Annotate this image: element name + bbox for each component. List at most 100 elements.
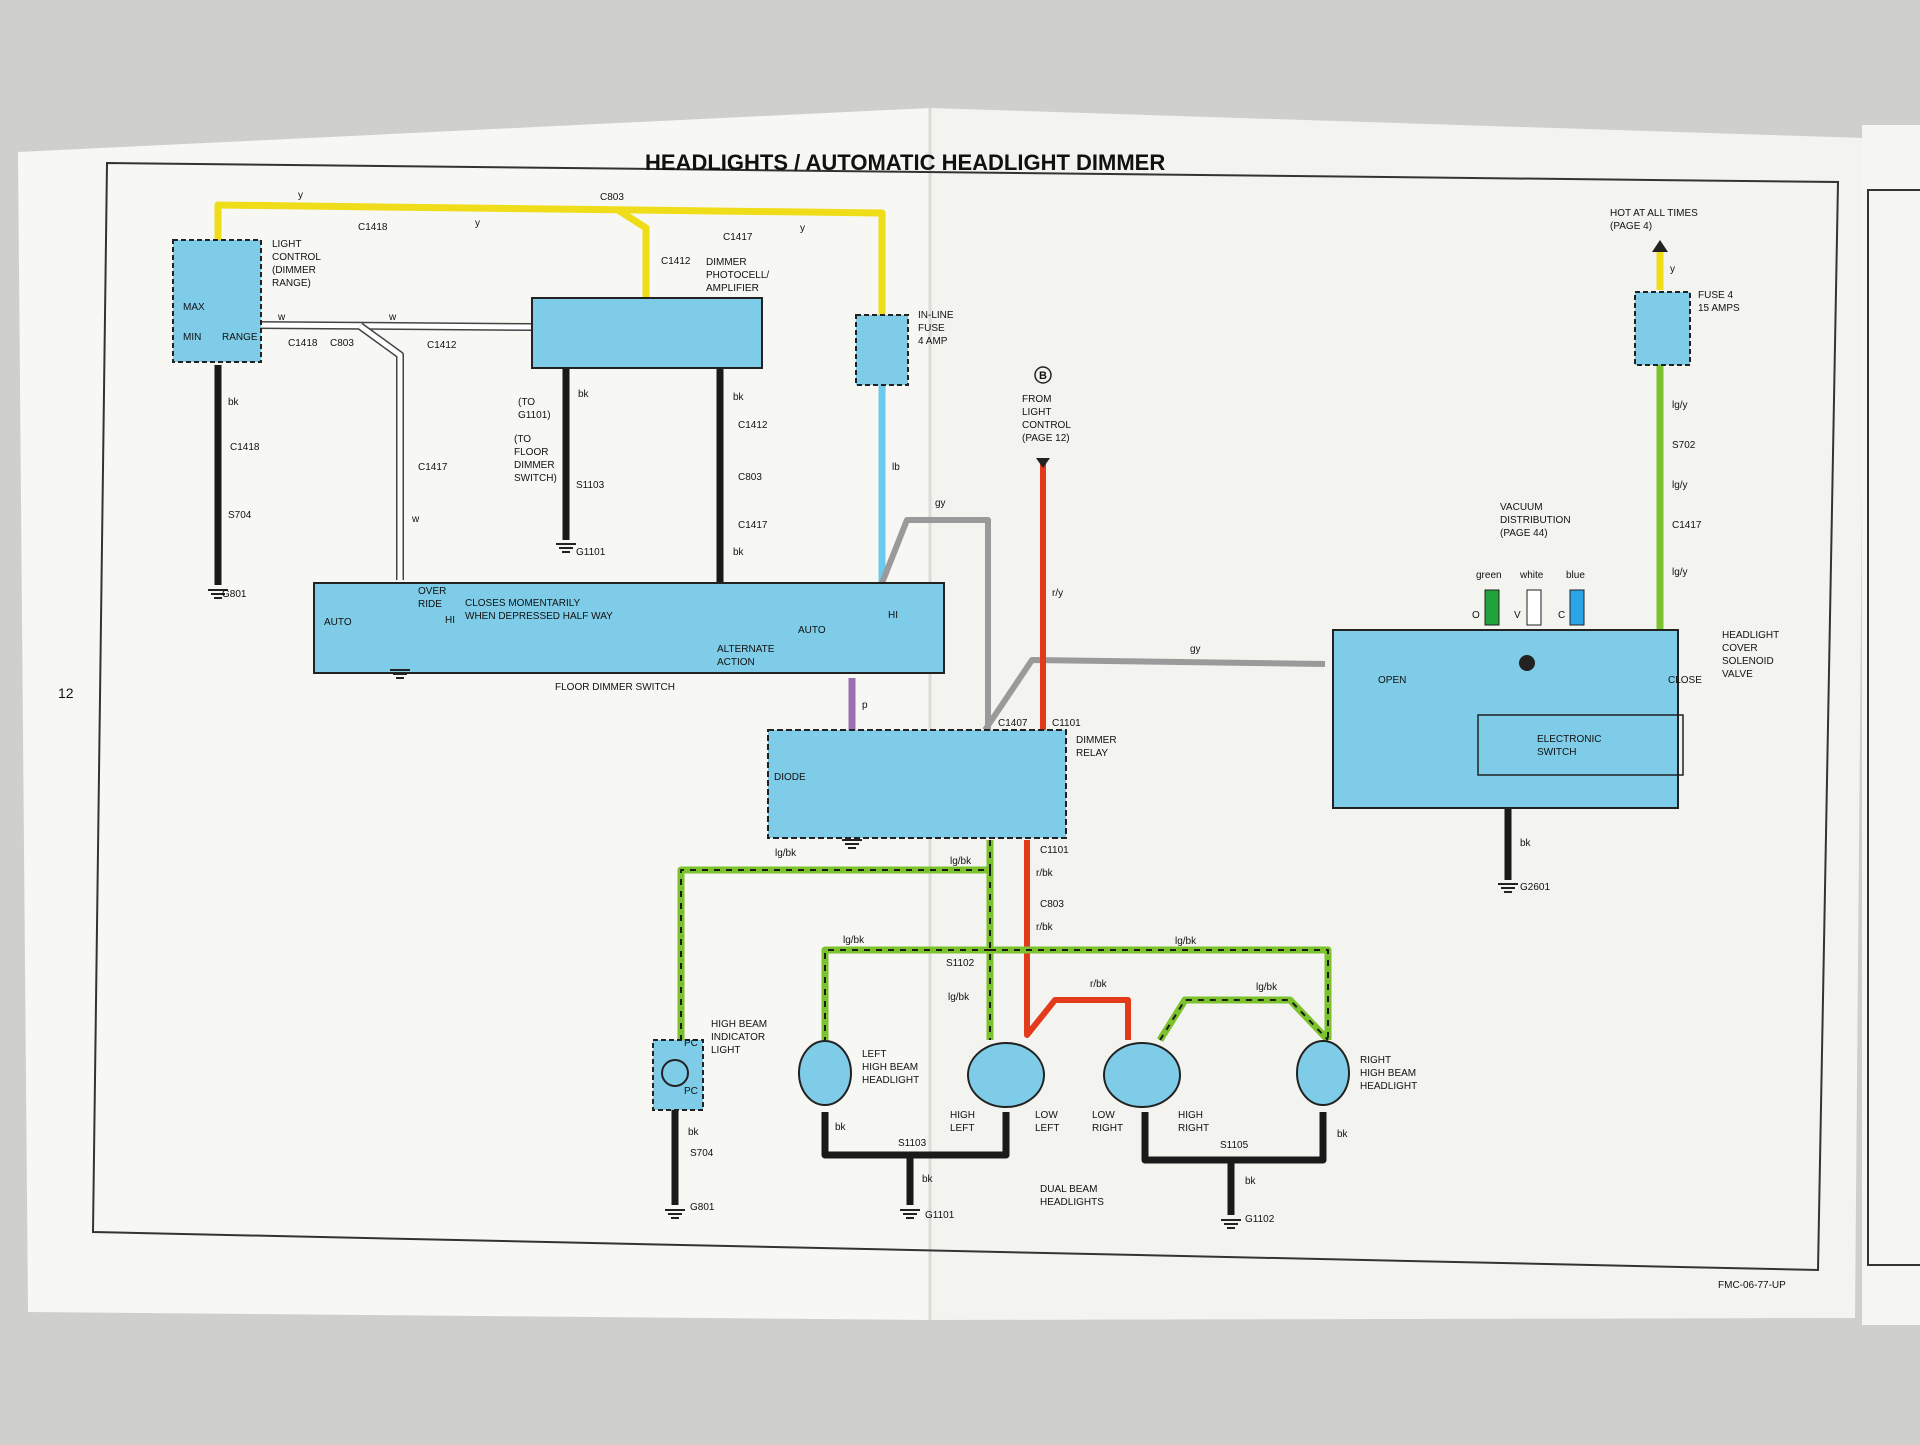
- conn-c1418-mid: C1418: [288, 338, 318, 349]
- wire-black-right-ground: [1141, 1112, 1327, 1215]
- from-lc-3: CONTROL: [1022, 420, 1071, 431]
- red-wire-arrow: [1036, 458, 1050, 468]
- conn-g2601: G2601: [1520, 882, 1550, 893]
- vacuum-color-green: green: [1476, 570, 1502, 581]
- fds-hi: HI: [445, 615, 455, 626]
- light-control-range: RANGE: [222, 332, 258, 343]
- code-bk-2: bk: [578, 389, 590, 400]
- low-left-1: LOW: [1035, 1110, 1058, 1121]
- conn-c1101-bot: C1101: [1040, 845, 1069, 856]
- valve-4: VALVE: [1722, 669, 1753, 680]
- conn-c803-top: C803: [600, 192, 624, 203]
- next-page-edge: [1862, 125, 1920, 1325]
- vacuum-color-white: white: [1519, 570, 1544, 581]
- wire-gray-lower: [982, 657, 1326, 732]
- code-p: p: [862, 700, 868, 711]
- conn-c803-b: C803: [738, 472, 762, 483]
- photocell-line3: AMPLIFIER: [706, 283, 759, 294]
- conn-c1418-left: C1418: [230, 442, 260, 453]
- conn-g801-left: G801: [222, 589, 247, 600]
- code-bk-g1101: bk: [922, 1174, 934, 1185]
- wire-white-upper-core: [254, 322, 533, 330]
- wire-white-down-core: [358, 323, 403, 580]
- conn-c1412-top: C1412: [661, 256, 691, 267]
- to-g1101-6: SWITCH): [514, 473, 557, 484]
- conn-g1101-a: G1101: [576, 547, 606, 558]
- wire-green-dash: [680, 840, 1329, 1041]
- fds-alt-1: ALTERNATE: [717, 644, 775, 655]
- from-lc-2: LIGHT: [1022, 407, 1051, 418]
- conn-s1105: S1105: [1220, 1140, 1249, 1151]
- high-right-1: HIGH: [1178, 1110, 1203, 1121]
- code-w-1: w: [277, 312, 286, 323]
- code-bk-3: bk: [733, 392, 745, 403]
- from-lc-4: (PAGE 12): [1022, 433, 1070, 444]
- fuse4-box: [1634, 291, 1691, 366]
- dual-beam-1: DUAL BEAM: [1040, 1184, 1097, 1195]
- photocell-line2: PHOTOCELL/: [706, 270, 769, 281]
- wire-gray-upper: [879, 517, 991, 730]
- code-bk-g2601: bk: [1520, 838, 1532, 849]
- to-g1101-2: G1101): [518, 410, 551, 421]
- right-high-beam-headlight: [1296, 1040, 1350, 1106]
- code-lgbk-1: lg/bk: [950, 856, 972, 867]
- wire-code-labels: y y y w w w bk bk bk bk lb gy gy r/y p l…: [228, 190, 1688, 1187]
- code-lb: lb: [892, 462, 900, 473]
- code-lgbk-4: lg/bk: [1175, 936, 1197, 947]
- wire-yellow-top: [214, 201, 886, 318]
- code-rbk-1: r/bk: [1036, 868, 1054, 879]
- footer-code: FMC-06-77-UP: [1718, 1280, 1786, 1291]
- valve-1: HEADLIGHT: [1722, 630, 1779, 641]
- conn-g801-ind: G801: [690, 1202, 715, 1213]
- vacuum-port-v: V: [1514, 610, 1521, 621]
- valve-open: OPEN: [1378, 675, 1406, 686]
- vacuum-color-blue: blue: [1566, 570, 1585, 581]
- floor-dimmer-switch-label: FLOOR DIMMER SWITCH: [555, 682, 675, 693]
- right-dual-headlight: [1103, 1042, 1181, 1108]
- conn-s1103-low: S1103: [898, 1138, 927, 1149]
- conn-s1103-a: S1103: [576, 480, 605, 491]
- conn-c1412-mid: C1412: [427, 340, 457, 351]
- diode-label: DIODE: [774, 772, 806, 783]
- code-y-3: y: [800, 223, 805, 234]
- code-bk-lhb: bk: [835, 1122, 847, 1133]
- code-y-2: y: [475, 218, 480, 229]
- inline-fuse-box: [855, 314, 909, 386]
- hot-arrow: [1652, 240, 1668, 252]
- code-ry: r/y: [1052, 588, 1063, 599]
- left-hb-2: HIGH BEAM: [862, 1062, 918, 1073]
- fds-auto2: AUTO: [798, 625, 826, 636]
- left-high-beam-headlight: [798, 1040, 852, 1106]
- vacuum-tube-green: [1484, 589, 1500, 626]
- fds-closes-1: CLOSES MOMENTARILY: [465, 598, 581, 609]
- code-lgbk-5: lg/bk: [948, 992, 970, 1003]
- code-lgbk-3: lg/bk: [843, 935, 865, 946]
- floor-dimmer-switch-box: [313, 582, 945, 674]
- page-number: 12: [58, 685, 74, 701]
- inline-fuse-line1: IN-LINE: [918, 310, 954, 321]
- conn-g1102: G1102: [1245, 1214, 1275, 1225]
- fds-override-1: OVER: [418, 586, 446, 597]
- code-bk-1: bk: [228, 397, 240, 408]
- fds-override-2: RIDE: [418, 599, 442, 610]
- conn-s704-ind: S704: [690, 1148, 714, 1159]
- code-rbk-3: r/bk: [1090, 979, 1108, 990]
- conn-c1101-top: C1101: [1052, 718, 1081, 729]
- high-right-2: RIGHT: [1178, 1123, 1209, 1134]
- conn-c1417-top: C1417: [723, 232, 753, 243]
- from-lc-1: FROM: [1022, 394, 1051, 405]
- light-control-line3: (DIMMER: [272, 265, 316, 276]
- low-right-1: LOW: [1092, 1110, 1115, 1121]
- code-gy-1: gy: [935, 498, 946, 509]
- right-hb-1: RIGHT: [1360, 1055, 1391, 1066]
- code-gy-2: gy: [1190, 644, 1201, 655]
- valve-2: COVER: [1722, 643, 1758, 654]
- inline-fuse-line3: 4 AMP: [918, 336, 948, 347]
- left-page: [18, 108, 930, 1320]
- vacuum-port-o: O: [1472, 610, 1480, 621]
- dimmer-relay-box: [767, 729, 1067, 839]
- vacuum-3: (PAGE 44): [1500, 528, 1548, 539]
- conn-s1102: S1102: [946, 958, 975, 969]
- high-left-1: HIGH: [950, 1110, 975, 1121]
